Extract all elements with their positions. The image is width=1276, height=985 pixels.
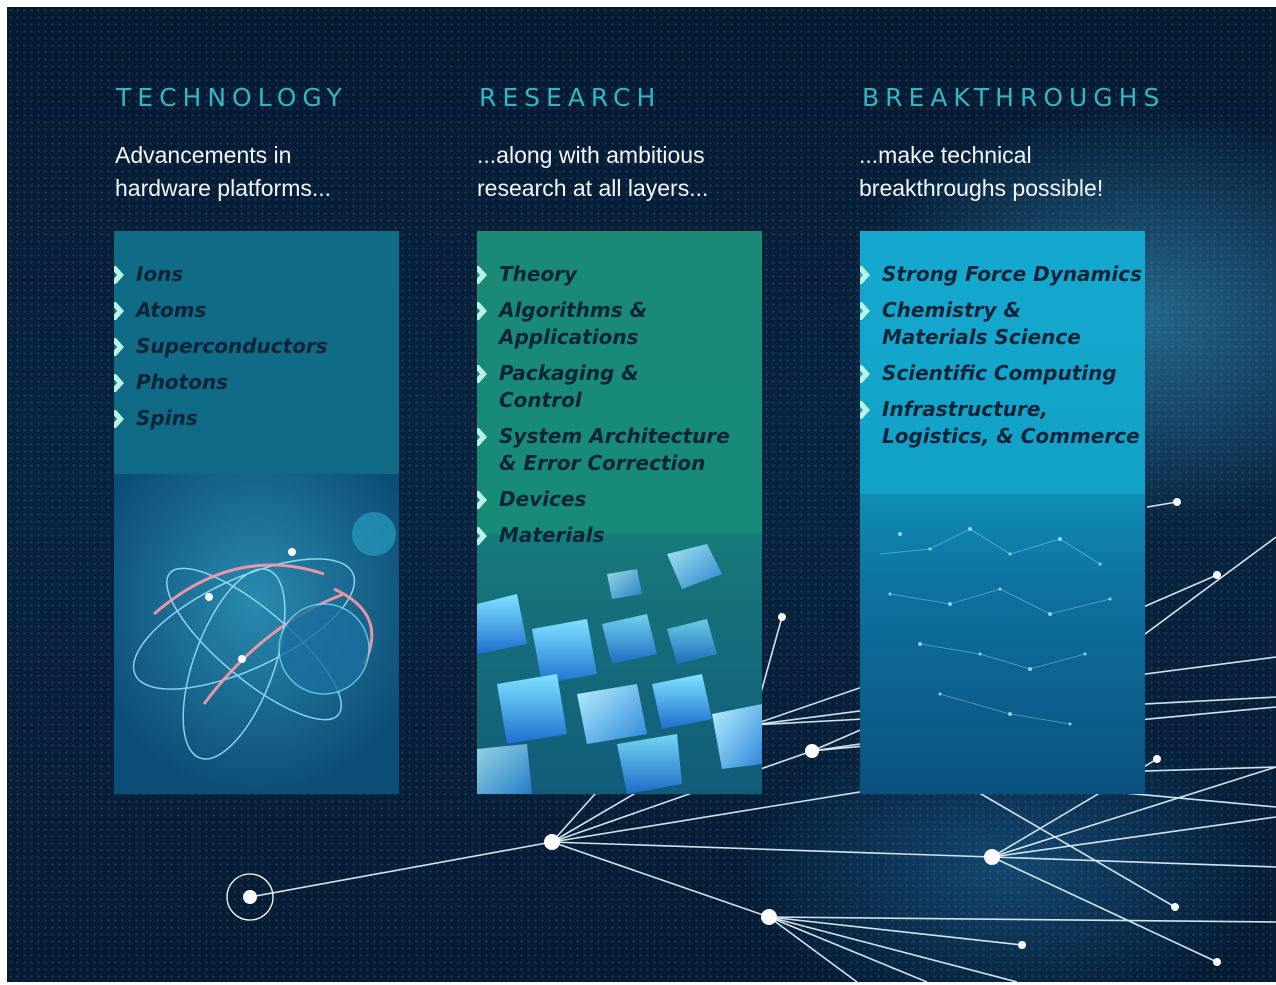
list-item-label: Devices xyxy=(499,487,587,511)
list-item: Atoms xyxy=(114,297,399,324)
map-lights-illustration xyxy=(860,494,1145,794)
double-chevron-right-icon xyxy=(114,338,124,356)
list-item: Ions xyxy=(114,261,399,288)
list-item: Photons xyxy=(114,369,399,396)
list-item-label: Atoms xyxy=(136,298,207,322)
list-item: System Architecture & Error Correction xyxy=(477,423,762,477)
double-chevron-right-icon xyxy=(477,428,487,446)
atom-illustration xyxy=(114,474,399,794)
list-item-label: Superconductors xyxy=(136,334,328,358)
list-item-label: Control xyxy=(499,388,582,412)
list-item-label: Scientific Computing xyxy=(882,361,1117,385)
breakthroughs-heading: BREAKTHROUGHS xyxy=(862,83,1166,112)
double-chevron-right-icon xyxy=(860,401,870,419)
list-item-label: Theory xyxy=(499,262,578,286)
technology-heading: TECHNOLOGY xyxy=(116,83,348,112)
list-item: Theory xyxy=(477,261,762,288)
list-item-label: Ions xyxy=(136,262,184,286)
double-chevron-right-icon xyxy=(114,266,124,284)
list-item: Spins xyxy=(114,405,399,432)
list-item-label: Materials Science xyxy=(882,325,1081,349)
list-item-label: Spins xyxy=(136,406,198,430)
double-chevron-right-icon xyxy=(477,266,487,284)
list-item: Chemistry & Materials Science xyxy=(860,297,1145,351)
subtitle-line: hardware platforms... xyxy=(115,175,332,201)
subtitle-line: ...make technical xyxy=(859,142,1032,168)
double-chevron-right-icon xyxy=(114,302,124,320)
double-chevron-right-icon xyxy=(114,410,124,428)
list-item: Devices xyxy=(477,486,762,513)
double-chevron-right-icon xyxy=(477,302,487,320)
list-item-label: Algorithms & xyxy=(499,298,648,322)
list-item-label: System Architecture xyxy=(499,424,730,448)
double-chevron-right-icon xyxy=(477,491,487,509)
cubes-illustration xyxy=(477,534,762,794)
list-item: Algorithms & Applications xyxy=(477,297,762,351)
technology-subtitle: Advancements in hardware platforms... xyxy=(115,139,415,205)
double-chevron-right-icon xyxy=(860,266,870,284)
subtitle-line: Advancements in xyxy=(115,142,292,168)
double-chevron-right-icon xyxy=(860,365,870,383)
double-chevron-right-icon xyxy=(477,527,487,545)
infographic-frame: TECHNOLOGY Advancements in hardware plat… xyxy=(7,7,1276,982)
double-chevron-right-icon xyxy=(477,365,487,383)
list-item-label: Materials xyxy=(499,523,605,547)
list-item: Superconductors xyxy=(114,333,399,360)
list-item-label: Packaging & xyxy=(499,361,639,385)
list-item: Materials xyxy=(477,522,762,549)
list-item: Strong Force Dynamics xyxy=(860,261,1145,288)
list-item-label: Infrastructure, xyxy=(882,397,1048,421)
list-item-label: Photons xyxy=(136,370,229,394)
list-item-label: Chemistry & xyxy=(882,298,1021,322)
list-item-label: & Error Correction xyxy=(499,451,706,475)
list-item: Scientific Computing xyxy=(860,360,1145,387)
subtitle-line: ...along with ambitious xyxy=(477,142,705,168)
list-item: Packaging & Control xyxy=(477,360,762,414)
subtitle-line: breakthroughs possible! xyxy=(859,175,1104,201)
list-item-label: Applications xyxy=(499,325,639,349)
research-heading: RESEARCH xyxy=(479,83,662,112)
double-chevron-right-icon xyxy=(860,302,870,320)
list-item: Infrastructure, Logistics, & Commerce xyxy=(860,396,1145,450)
breakthroughs-subtitle: ...make technical breakthroughs possible… xyxy=(859,139,1159,205)
list-item-label: Strong Force Dynamics xyxy=(882,262,1143,286)
subtitle-line: research at all layers... xyxy=(477,175,709,201)
research-subtitle: ...along with ambitious research at all … xyxy=(477,139,777,205)
double-chevron-right-icon xyxy=(114,374,124,392)
list-item-label: Logistics, & Commerce xyxy=(882,424,1140,448)
